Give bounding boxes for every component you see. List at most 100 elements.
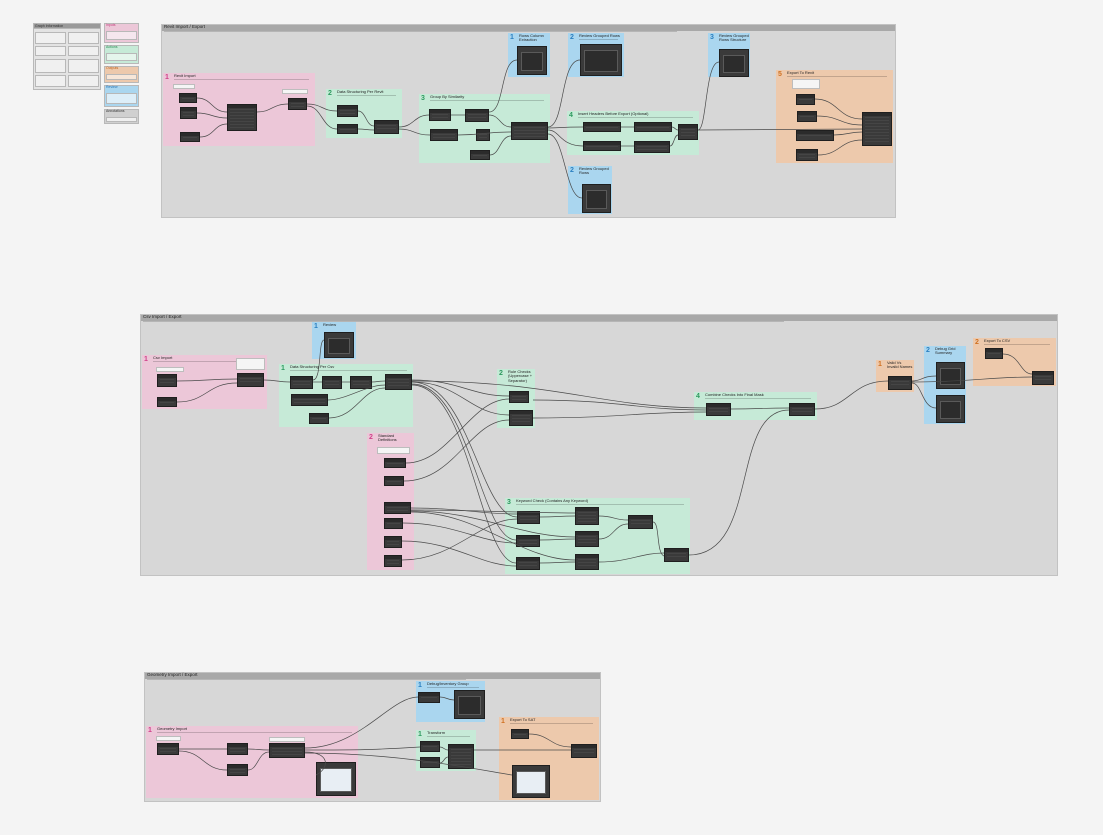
group-title: Debug/Inventory Group bbox=[427, 681, 469, 686]
preview-window[interactable] bbox=[454, 690, 485, 719]
node[interactable] bbox=[985, 348, 1003, 359]
node[interactable] bbox=[309, 413, 329, 424]
node[interactable] bbox=[180, 132, 200, 142]
node[interactable] bbox=[291, 394, 328, 406]
note bbox=[377, 447, 410, 454]
node[interactable] bbox=[420, 741, 440, 752]
section-revit-title: Revit Import / Export bbox=[164, 24, 206, 29]
node[interactable] bbox=[157, 397, 177, 407]
node[interactable] bbox=[583, 141, 621, 151]
node[interactable] bbox=[476, 129, 490, 141]
preview-window[interactable] bbox=[936, 362, 965, 389]
preview-window[interactable] bbox=[517, 46, 547, 75]
node[interactable] bbox=[465, 109, 489, 122]
node[interactable] bbox=[796, 94, 815, 105]
node[interactable] bbox=[227, 764, 248, 776]
group-number: 4 bbox=[569, 112, 573, 119]
node[interactable] bbox=[664, 548, 689, 562]
node[interactable] bbox=[350, 376, 372, 389]
group-title: Insert Headers Before Export (Optional) bbox=[578, 111, 649, 116]
node[interactable] bbox=[374, 120, 399, 134]
preview-3d-geometry[interactable] bbox=[316, 762, 356, 796]
node[interactable] bbox=[157, 743, 179, 755]
node[interactable] bbox=[516, 557, 540, 570]
node[interactable] bbox=[888, 376, 912, 390]
node[interactable] bbox=[634, 141, 670, 153]
group-number: 1 bbox=[281, 365, 285, 372]
node[interactable] bbox=[628, 515, 653, 529]
node[interactable] bbox=[862, 112, 892, 146]
node[interactable] bbox=[227, 743, 248, 755]
node[interactable] bbox=[470, 150, 490, 160]
node[interactable] bbox=[290, 376, 313, 389]
group-number: 3 bbox=[710, 34, 714, 41]
node[interactable] bbox=[571, 744, 597, 758]
group-number: 1 bbox=[418, 731, 422, 738]
node[interactable] bbox=[511, 729, 529, 739]
node[interactable] bbox=[448, 744, 474, 769]
node[interactable] bbox=[789, 403, 815, 416]
node[interactable] bbox=[509, 410, 533, 426]
group-number: 2 bbox=[975, 339, 979, 346]
group-title: Data Structuring Per Csv bbox=[290, 364, 335, 369]
node[interactable] bbox=[337, 124, 358, 134]
node[interactable] bbox=[575, 531, 599, 547]
group-number: 5 bbox=[778, 71, 782, 78]
legend-outputs-label: Outputs bbox=[106, 66, 119, 70]
node[interactable] bbox=[420, 757, 440, 768]
node[interactable] bbox=[430, 129, 458, 141]
node[interactable] bbox=[384, 555, 402, 567]
node[interactable] bbox=[418, 692, 440, 703]
node[interactable] bbox=[1032, 371, 1054, 385]
group-title: Standard Definitions bbox=[378, 433, 397, 443]
node[interactable] bbox=[575, 507, 599, 525]
preview-window[interactable] bbox=[719, 49, 749, 77]
node[interactable] bbox=[511, 122, 548, 140]
node[interactable] bbox=[575, 554, 599, 570]
node[interactable] bbox=[509, 391, 529, 403]
node[interactable] bbox=[796, 149, 818, 161]
node[interactable] bbox=[384, 502, 411, 514]
node[interactable] bbox=[429, 109, 451, 121]
node[interactable] bbox=[706, 403, 731, 416]
node[interactable] bbox=[237, 373, 264, 387]
node[interactable] bbox=[322, 376, 342, 389]
note bbox=[236, 358, 265, 370]
node[interactable] bbox=[516, 535, 540, 547]
section-geometry-title: Geometry Import / Export bbox=[147, 672, 198, 677]
node[interactable] bbox=[384, 518, 403, 529]
group-title: Group By Similarity bbox=[430, 94, 465, 99]
preview-window[interactable] bbox=[582, 184, 611, 213]
group-title: Review Grouped Rows bbox=[579, 166, 609, 176]
group-title: Rows Column Extraction bbox=[519, 33, 544, 43]
node[interactable] bbox=[678, 124, 698, 140]
group-number: 2 bbox=[328, 90, 332, 97]
node[interactable] bbox=[797, 111, 817, 122]
preview-window[interactable] bbox=[580, 44, 622, 76]
node[interactable] bbox=[796, 130, 834, 141]
group-title: Keyword Check (Contains Any Keyword) bbox=[516, 498, 589, 503]
group-number: 1 bbox=[418, 682, 422, 689]
preview-window[interactable] bbox=[936, 395, 965, 423]
node[interactable] bbox=[384, 476, 404, 486]
node[interactable] bbox=[180, 107, 197, 119]
node[interactable] bbox=[288, 98, 307, 110]
node[interactable] bbox=[634, 122, 672, 132]
node[interactable] bbox=[157, 374, 177, 387]
group-number: 3 bbox=[507, 499, 511, 506]
node[interactable] bbox=[269, 743, 305, 758]
preview-3d-geometry[interactable] bbox=[512, 765, 550, 798]
group-number: 1 bbox=[314, 323, 318, 330]
node[interactable] bbox=[227, 104, 257, 131]
node[interactable] bbox=[517, 511, 540, 524]
node[interactable] bbox=[384, 536, 402, 548]
node[interactable] bbox=[384, 458, 406, 468]
node[interactable] bbox=[337, 105, 358, 117]
preview-window[interactable] bbox=[324, 332, 354, 358]
group-number: 1 bbox=[165, 74, 169, 81]
node[interactable] bbox=[583, 122, 621, 132]
node[interactable] bbox=[179, 93, 197, 103]
section-csv-title: Csv Import / Export bbox=[143, 314, 182, 319]
node[interactable] bbox=[385, 374, 412, 390]
